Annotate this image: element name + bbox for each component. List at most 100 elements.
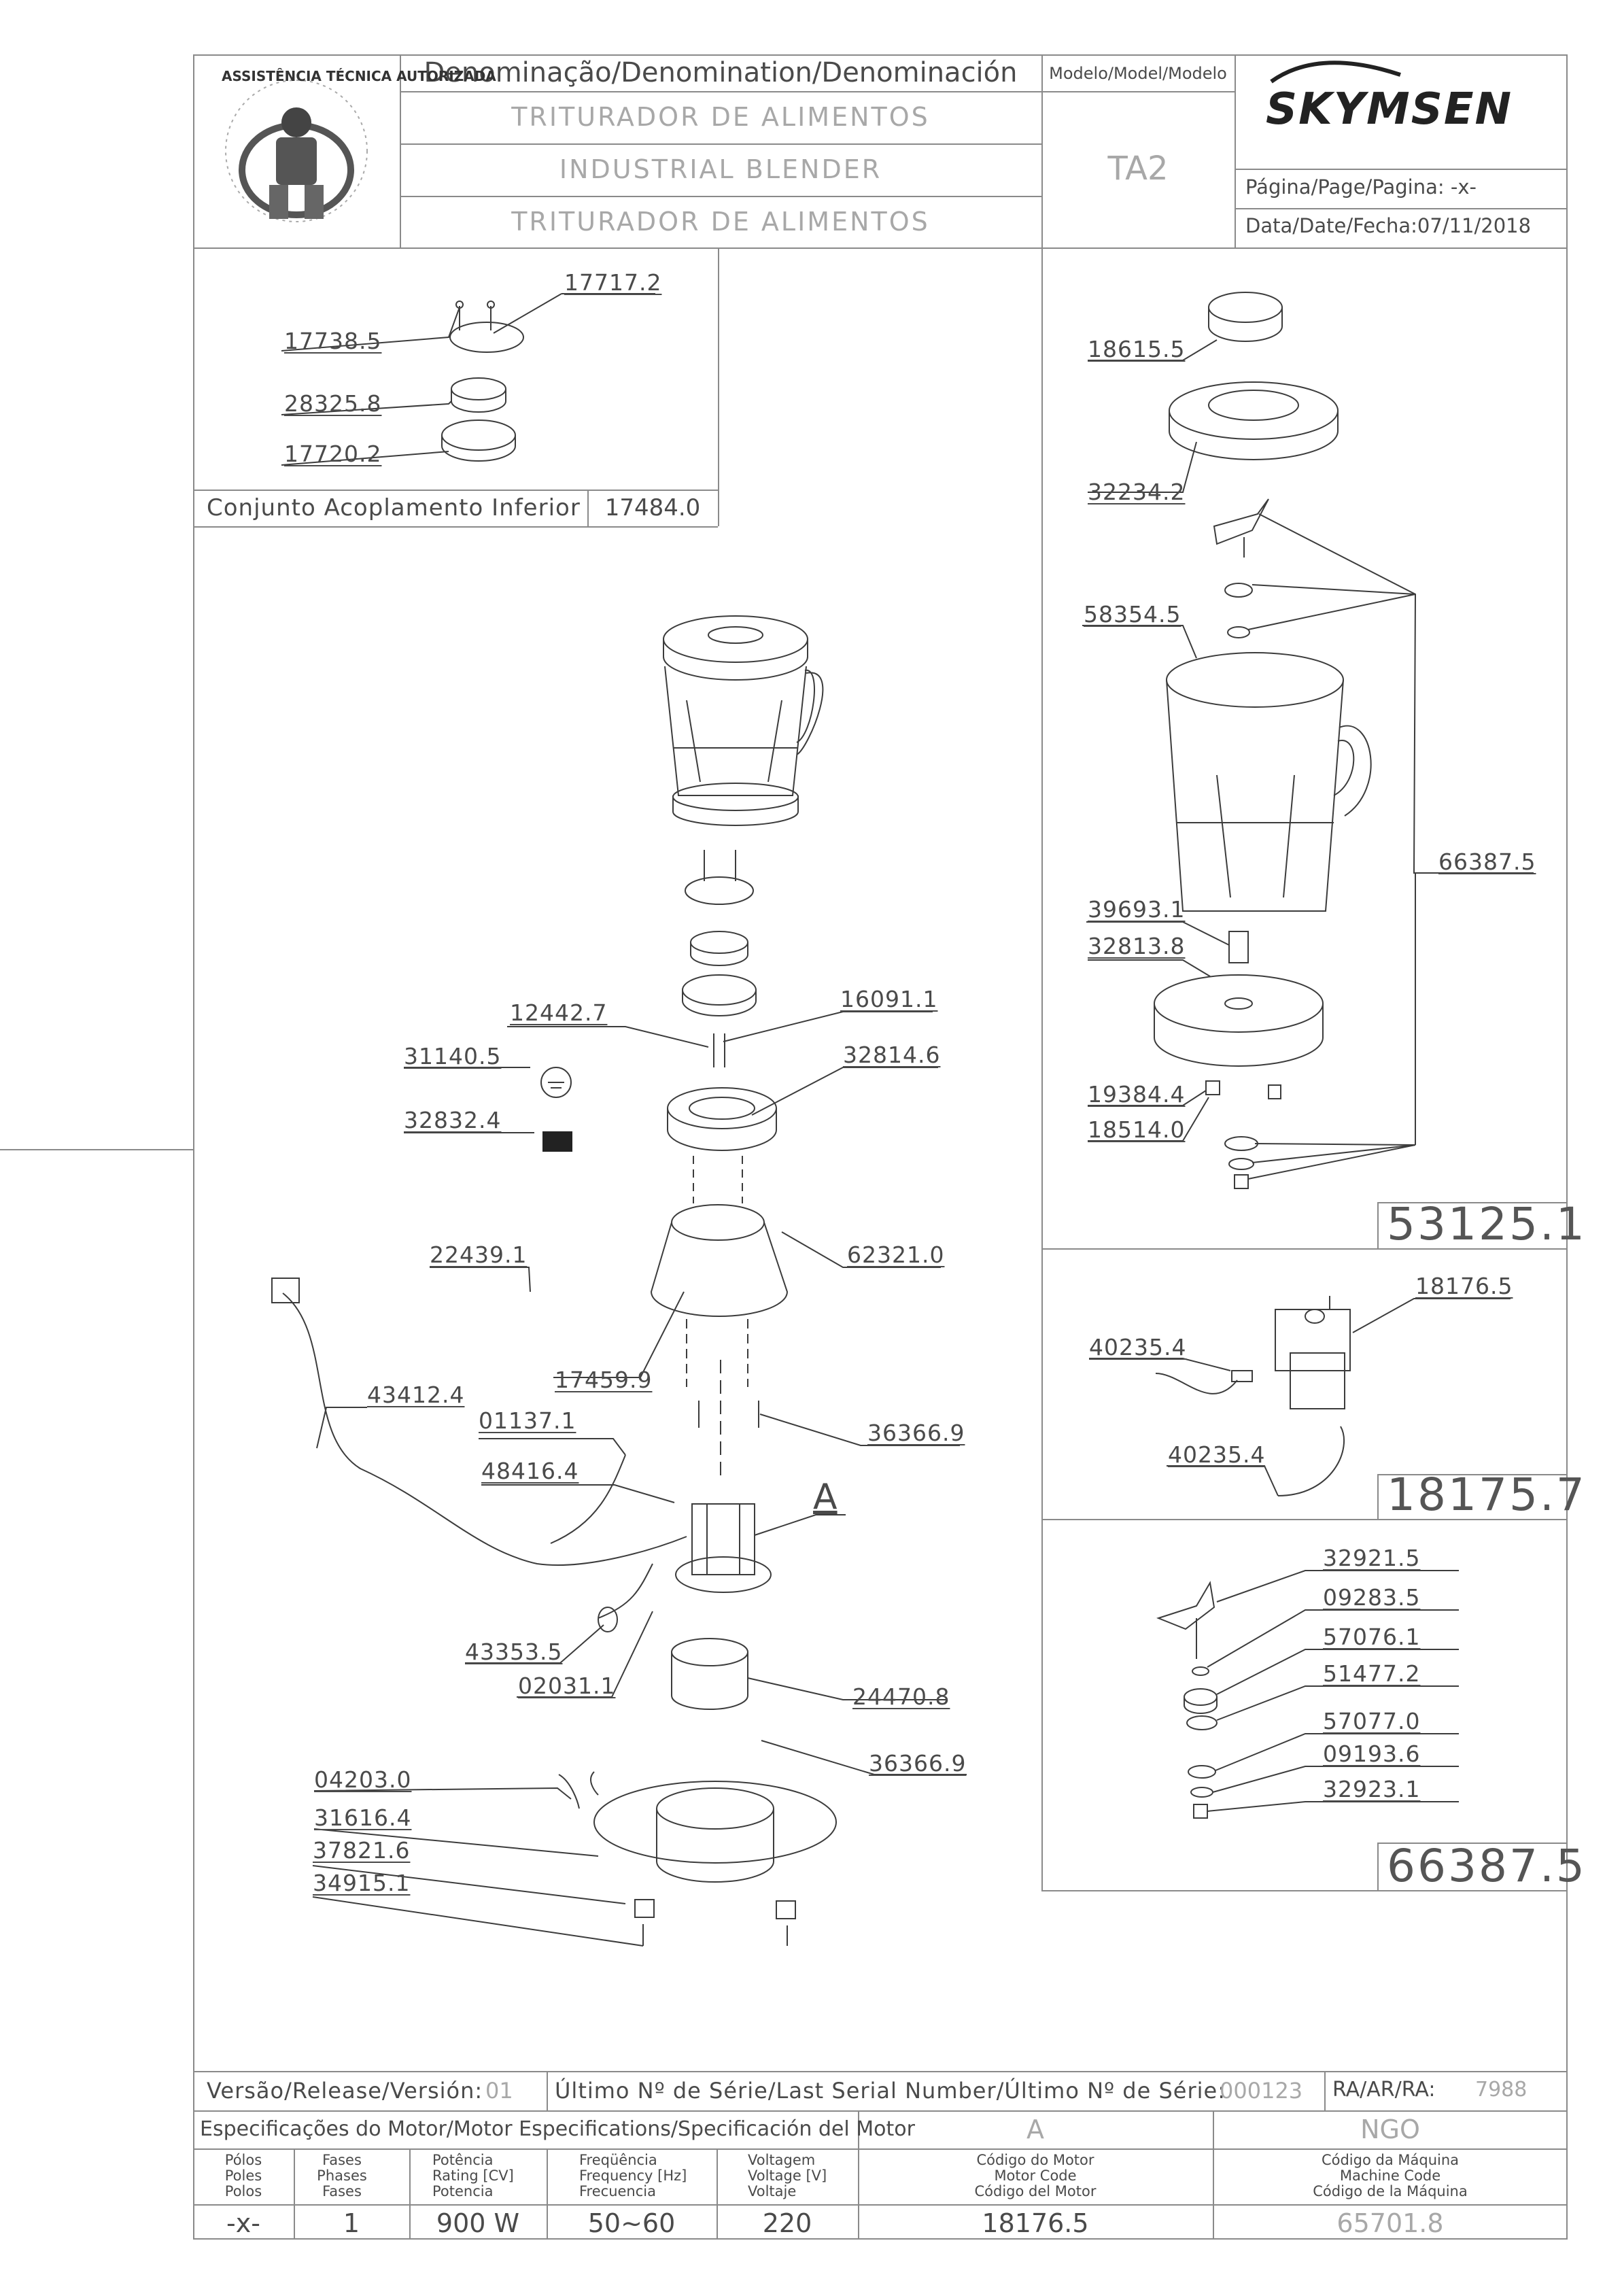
part-label: 43412.4 bbox=[367, 1382, 465, 1408]
model-value: TA2 bbox=[1107, 150, 1169, 188]
part-label: 04203.0 bbox=[314, 1766, 412, 1793]
divider bbox=[1041, 54, 1043, 1890]
part-label: 51477.2 bbox=[1323, 1660, 1421, 1687]
part-label: 57076.1 bbox=[1323, 1624, 1421, 1650]
spec-value-voltage: 220 bbox=[762, 2208, 812, 2238]
divider bbox=[193, 2204, 1568, 2206]
part-label: 34915.1 bbox=[313, 1870, 411, 1896]
part-label: 16091.1 bbox=[840, 986, 938, 1012]
divider bbox=[717, 2148, 718, 2240]
part-label: 18615.5 bbox=[1088, 336, 1186, 362]
part-label: 40235.4 bbox=[1089, 1334, 1187, 1360]
part-label: 17738.5 bbox=[284, 328, 382, 354]
spec-value-machine-code: 65701.8 bbox=[1336, 2208, 1444, 2238]
part-label: 32234.2 bbox=[1088, 479, 1186, 505]
divider bbox=[1235, 208, 1568, 209]
divider bbox=[400, 196, 1041, 197]
part-label: 17717.2 bbox=[564, 269, 662, 296]
ra-label: RA/AR/RA: bbox=[1332, 2078, 1436, 2102]
part-label: 18176.5 bbox=[1415, 1273, 1513, 1299]
version-label: Versão/Release/Versión: bbox=[207, 2078, 483, 2104]
part-label: 32921.5 bbox=[1323, 1545, 1421, 1571]
part-label: 31140.5 bbox=[404, 1043, 502, 1069]
part-label: 66387.5 bbox=[1438, 849, 1536, 875]
seal-text: ASSISTÊNCIA TÉCNICA AUTORIZADA bbox=[222, 68, 496, 84]
part-label: 28325.8 bbox=[284, 390, 382, 417]
part-label: 36366.9 bbox=[867, 1420, 965, 1446]
assembly-code: 18175.7 bbox=[1387, 1469, 1587, 1521]
version-value: 01 bbox=[485, 2078, 513, 2104]
page-label: Página/Page/Pagina: -x- bbox=[1245, 175, 1477, 199]
product-name-pt: TRITURADOR DE ALIMENTOS bbox=[511, 102, 930, 132]
divider bbox=[547, 2071, 548, 2110]
divider bbox=[400, 91, 1041, 92]
divider bbox=[1041, 1248, 1568, 1250]
divider bbox=[193, 2071, 1568, 2072]
drawing-sheet bbox=[193, 54, 1568, 2240]
product-name-en: INDUSTRIAL BLENDER bbox=[559, 154, 882, 184]
divider bbox=[587, 490, 589, 526]
divider bbox=[1235, 54, 1236, 247]
serial-value: 000123 bbox=[1220, 2078, 1303, 2104]
part-label: 39693.1 bbox=[1088, 896, 1186, 923]
part-label: 18514.0 bbox=[1088, 1116, 1186, 1143]
ra-value: 7988 bbox=[1475, 2078, 1528, 2102]
spec-value-motor-code: 18176.5 bbox=[982, 2208, 1089, 2238]
part-label: 43353.5 bbox=[465, 1639, 563, 1665]
part-label: 32813.8 bbox=[1088, 933, 1186, 959]
divider bbox=[1213, 2110, 1214, 2240]
fold-mark bbox=[0, 1149, 193, 1150]
part-label: 32832.4 bbox=[404, 1107, 502, 1133]
date-label: Data/Date/Fecha:07/11/2018 bbox=[1245, 214, 1532, 237]
assembly-code: 66387.5 bbox=[1387, 1840, 1587, 1892]
divider bbox=[1324, 2071, 1326, 2110]
brand-logo: SKYMSEN bbox=[1266, 84, 1513, 135]
motor-spec-label: Especificações do Motor/Motor Especifica… bbox=[200, 2117, 915, 2141]
inset-caption: Conjunto Acoplamento Inferior bbox=[207, 494, 581, 521]
part-label: 37821.6 bbox=[313, 1837, 411, 1864]
divider bbox=[1235, 169, 1568, 170]
part-label: 19384.4 bbox=[1088, 1081, 1186, 1108]
divider bbox=[858, 2110, 859, 2240]
code-box-18175 bbox=[1377, 1474, 1568, 1519]
model-label: Modelo/Model/Modelo bbox=[1049, 64, 1227, 83]
part-label: 09283.5 bbox=[1323, 1584, 1421, 1611]
spec-value-frequency: 50~60 bbox=[587, 2208, 676, 2238]
part-label: 09193.6 bbox=[1323, 1741, 1421, 1767]
machine-code-letters: NGO bbox=[1360, 2114, 1420, 2144]
part-label: 32923.1 bbox=[1323, 1776, 1421, 1802]
spec-value-poles: -x- bbox=[226, 2208, 260, 2238]
motor-ref-letter: A bbox=[813, 1477, 838, 1518]
divider bbox=[294, 2148, 295, 2240]
divider bbox=[718, 247, 719, 526]
divider bbox=[409, 2148, 411, 2240]
divider bbox=[193, 526, 718, 528]
part-label: 62321.0 bbox=[847, 1241, 945, 1268]
product-name-es: TRITURADOR DE ALIMENTOS bbox=[511, 207, 930, 237]
serial-label: Último Nº de Série/Last Serial Number/Úl… bbox=[555, 2078, 1226, 2104]
part-label: 31616.4 bbox=[314, 1804, 412, 1831]
part-label: 01137.1 bbox=[479, 1407, 576, 1434]
assembly-code: 53125.1 bbox=[1387, 1198, 1587, 1250]
part-label: 32814.6 bbox=[843, 1042, 941, 1068]
code-box-66387 bbox=[1377, 1843, 1568, 1890]
part-label: 17459.9 bbox=[555, 1367, 653, 1393]
part-label: 40235.4 bbox=[1168, 1441, 1266, 1468]
code-box-53125 bbox=[1377, 1202, 1568, 1248]
divider bbox=[547, 2148, 548, 2240]
spec-value-rating: 900 W bbox=[436, 2208, 520, 2238]
divider bbox=[400, 54, 401, 247]
divider bbox=[400, 143, 1041, 145]
part-label: 12442.7 bbox=[510, 999, 608, 1026]
inset-code: 17484.0 bbox=[604, 494, 701, 521]
part-label: 58354.5 bbox=[1084, 601, 1181, 628]
divider bbox=[193, 2148, 1568, 2150]
part-label: 48416.4 bbox=[481, 1458, 579, 1484]
part-label: 22439.1 bbox=[430, 1241, 528, 1268]
